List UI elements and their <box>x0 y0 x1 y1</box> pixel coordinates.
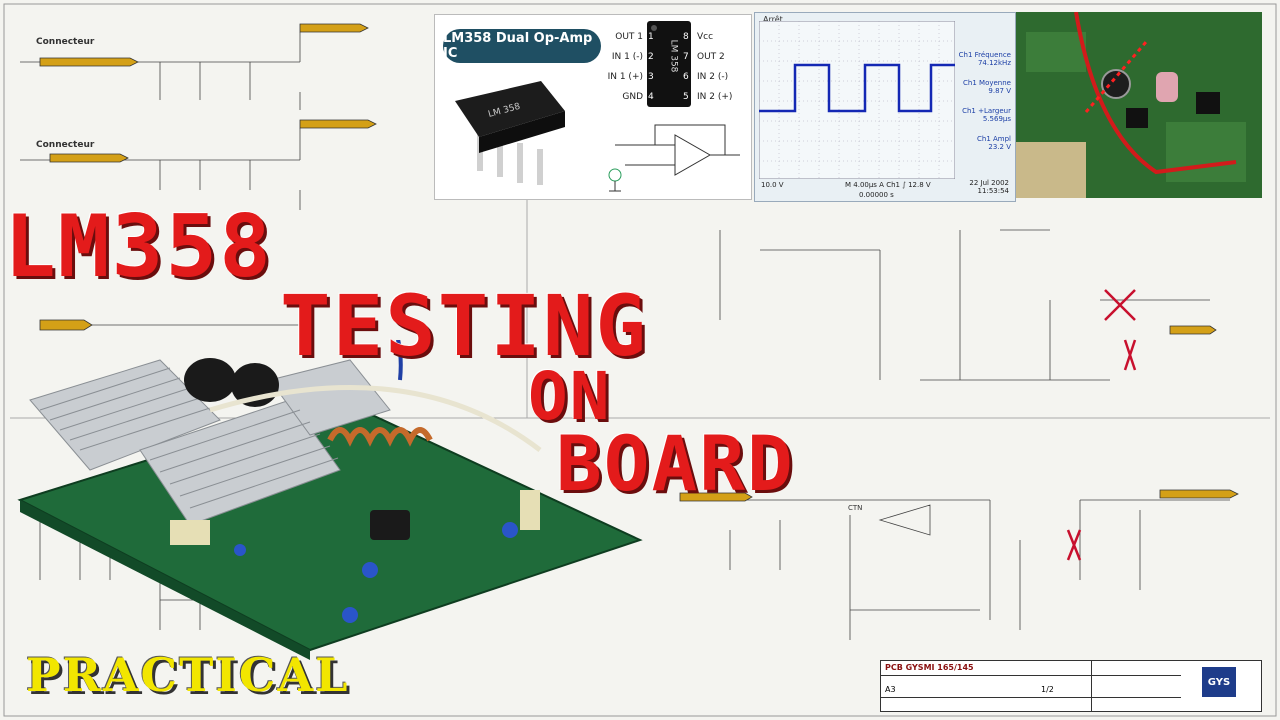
title-board: BOARD <box>556 419 795 508</box>
scope-meas-name-3: Ch1 Ampl <box>977 135 1011 143</box>
pin-label-in1-neg: IN 1 (-) <box>611 52 643 62</box>
scope-ch1-scale: 10.0 V <box>761 181 784 189</box>
pin-label-in2-neg: IN 2 (-) <box>697 72 729 82</box>
pin-num-5: 5 <box>683 92 689 102</box>
pin-num-6: 6 <box>683 72 689 82</box>
pin-label-in2-pos: IN 2 (+) <box>697 92 733 102</box>
lm358-pinout-card: LM358 Dual Op-Amp IC LM 358 LM 358 OUT 1… <box>434 14 752 200</box>
subtitle-practical: PRACTICAL <box>26 648 350 702</box>
scope-meas-value-1: 9.87 V <box>988 87 1011 95</box>
scope-waveform <box>759 21 955 179</box>
pin-num-4: 4 <box>648 92 654 102</box>
scope-meas-name-1: Ch1 Moyenne <box>963 79 1011 87</box>
scope-meas-value-3: 23.2 V <box>988 143 1011 151</box>
schematic-title-block: PCB GYSMI 165/145 A3 1/2 <box>880 660 1262 712</box>
title-testing: TESTING <box>280 277 649 375</box>
pin-label-gnd: GND <box>622 92 643 102</box>
pin-num-2: 2 <box>648 52 654 62</box>
dip-marking: LM 358 <box>668 39 679 73</box>
inverter-board-image <box>17 340 643 660</box>
ic-card-heading: LM358 Dual Op-Amp IC <box>443 29 601 63</box>
pin-label-out2: OUT 2 <box>697 52 725 62</box>
gys-logo: GYS <box>1202 667 1236 697</box>
pcb-closeup-photo <box>1016 12 1262 198</box>
pin-num-7: 7 <box>683 52 689 62</box>
lm358-chip-photo-icon: LM 358 <box>455 81 565 185</box>
connecteur-label-2: Connecteur <box>36 140 95 150</box>
title-block-sheet: 1/2 <box>1041 685 1054 694</box>
pin-label-vcc: Vcc <box>697 32 714 42</box>
oscilloscope-screen: Arrêt Ch1 Fréquence 74.12kHz Ch1 Moyenne… <box>754 12 1016 202</box>
scope-meas-value-0: 74.12kHz <box>977 59 1011 67</box>
pin-num-8: 8 <box>683 32 689 42</box>
ctn-label: CTN <box>848 504 862 512</box>
title-block-size: A3 <box>885 685 896 694</box>
pin-label-in1-pos: IN 1 (+) <box>607 72 643 82</box>
scope-time: 11:53:54 <box>977 187 1009 195</box>
scope-timebase: M 4.00µs A Ch1 ∫ 12.8 V <box>845 181 931 189</box>
opamp-circuit-diagram <box>608 124 740 192</box>
scope-trigger-pos: 0.00000 s <box>859 191 894 199</box>
title-on: ON <box>528 358 612 435</box>
title-block-project: PCB GYSMI 165/145 <box>885 663 974 672</box>
scope-meas-name-2: Ch1 +Largeur <box>962 107 1011 115</box>
scope-meas-name-0: Ch1 Fréquence <box>958 51 1011 59</box>
title-lm358: LM358 <box>4 197 273 297</box>
pin-label-out1: OUT 1 <box>615 32 643 42</box>
pin-num-1: 1 <box>648 32 654 42</box>
pin-num-3: 3 <box>648 72 654 82</box>
lm358-dip-package: LM 358 <box>647 21 691 107</box>
scope-status: Arrêt <box>763 15 783 24</box>
scope-date: 22 Jul 2002 <box>969 179 1009 187</box>
connecteur-label-1: Connecteur <box>36 37 95 47</box>
scope-meas-value-2: 5.569µs <box>982 115 1011 123</box>
